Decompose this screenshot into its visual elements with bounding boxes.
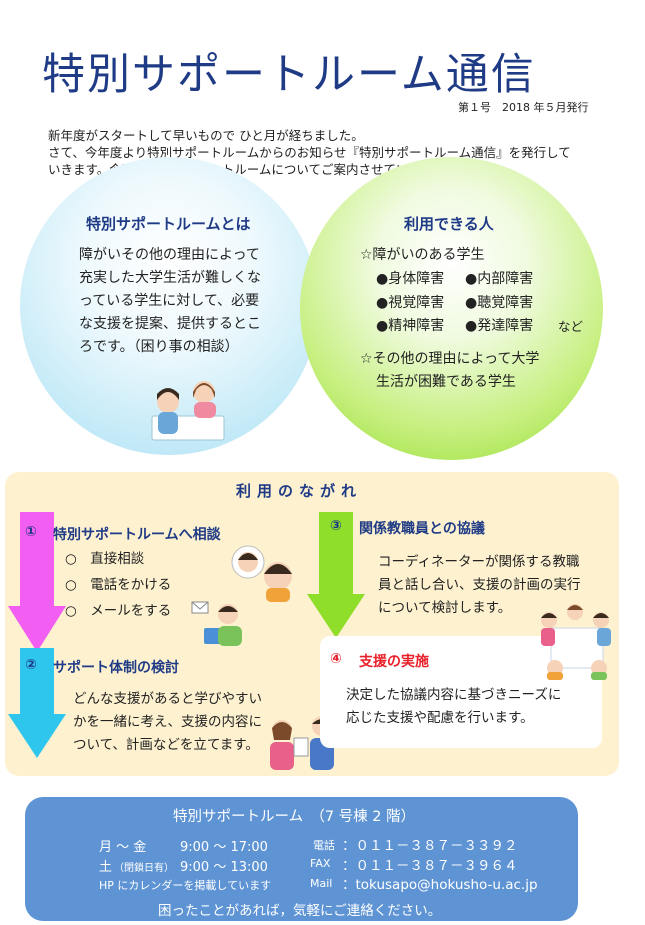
contact-panel [25, 797, 578, 921]
users-item-2-line2: 生活が困難である学生 [376, 374, 516, 390]
disability-type: ●視覚障害 [376, 295, 445, 311]
disability-type: ●発達障害 [465, 318, 534, 334]
disability-type: ●精神障害 [376, 318, 445, 334]
step2-title: サポート体制の検討 [53, 660, 179, 676]
intro-line-1: 新年度がスタートして早いもので ひと月が経ちました。 [48, 128, 364, 143]
users-circle [300, 157, 603, 460]
about-line: っている学生に対して、必要 [79, 293, 260, 309]
meeting-illustration [541, 604, 611, 680]
fax-number: ：０１１－３８７－３９６４ [342, 858, 518, 874]
tel-number[interactable]: ：０１１－３８７－３３９２ [342, 838, 518, 854]
step3-line: コーディネーターが関係する教職 [378, 554, 580, 570]
about-line: 障がいその他の理由によって [79, 247, 260, 263]
closing-message: 困ったことがあれば，気軽にご連絡ください。 [158, 903, 442, 919]
arrow-step2 [8, 648, 66, 758]
users-item-2-line1: ☆その他の理由によって大学 [360, 351, 540, 367]
step1-number: ① [25, 524, 37, 540]
disability-type: ●聴覚障害 [465, 295, 534, 311]
step3-line: について検討します。 [378, 600, 512, 616]
step4-number: ④ [330, 651, 342, 667]
step3-number: ③ [330, 518, 342, 534]
step4-title: 支援の実施 [359, 654, 429, 670]
about-line: な支援を提案、提供するとこ [79, 316, 261, 332]
issue-info: 第１号 2018 年５月発行 [458, 101, 589, 114]
etc-label: など [558, 319, 584, 334]
about-text: 障がいその他の理由によって 充実した大学生活が難しくな っている学生に対して、必… [79, 244, 261, 359]
calendar-note: HP にカレンダーを掲載しています [99, 879, 272, 892]
tel-label: 電話 [313, 839, 335, 852]
weekday-hours: 9:00 ～ 17:00 [180, 840, 268, 855]
mail-label: Mail [310, 877, 333, 890]
email-illustration [191, 601, 242, 646]
step2-number: ② [25, 657, 37, 673]
step2-line: かを一緒に考え、支援の内容に [73, 714, 262, 730]
weekday-label: 月 ～ 金 [99, 840, 147, 855]
saturday-label: 土 [99, 860, 113, 875]
step3-title: 関係教職員との協議 [359, 521, 485, 537]
flow-title: 利用のながれ [236, 482, 363, 500]
consultation-illustration [151, 381, 225, 441]
arrow-step1 [8, 512, 66, 652]
saturday-note: （閉鎖日有） [114, 863, 174, 874]
step3-line: 員と話し合い、支援の計画の実行 [378, 577, 581, 593]
about-line: ろです。（困り事の相談） [79, 339, 239, 355]
disability-type: ●身体障害 [376, 271, 445, 287]
step4-line: 応じた支援や配慮を行います。 [346, 710, 534, 726]
saturday-hours: 9:00 ～ 13:00 [180, 860, 268, 875]
step1-method: ○ メールをする [65, 603, 172, 619]
step1-method: ○ 直接相談 [65, 551, 145, 567]
step4-line: 決定した協議内容に基づきニーズに [346, 687, 562, 703]
step2-line: どんな支援があると学びやすい [73, 691, 262, 707]
arrow-step3 [307, 512, 365, 638]
page-title: 特別サポートルーム通信 [42, 50, 536, 100]
users-item-1: ☆障がいのある学生 [360, 247, 485, 263]
room-name: 特別サポートルーム （7 号棟 2 階） [173, 809, 416, 825]
step1-title: 特別サポートルームへ相談 [53, 527, 221, 543]
step1-method: ○ 電話をかける [65, 577, 172, 593]
about-title: 特別サポートルームとは [86, 215, 251, 233]
mail-address[interactable]: ：tokusapo@hokusho-u.ac.jp [342, 877, 538, 893]
phone-call-illustration [231, 545, 292, 602]
fax-label: FAX [310, 857, 331, 870]
about-line: 充実した大学生活が難しくな [79, 270, 261, 286]
disability-type: ●内部障害 [465, 271, 534, 287]
step2-line: ついて、計画などを立てます。 [73, 737, 259, 753]
intro-line-2: さて、今年度より特別サポートルームからのお知らせ『特別サポートルーム通信』を発行… [48, 145, 571, 160]
users-title: 利用できる人 [404, 215, 494, 233]
